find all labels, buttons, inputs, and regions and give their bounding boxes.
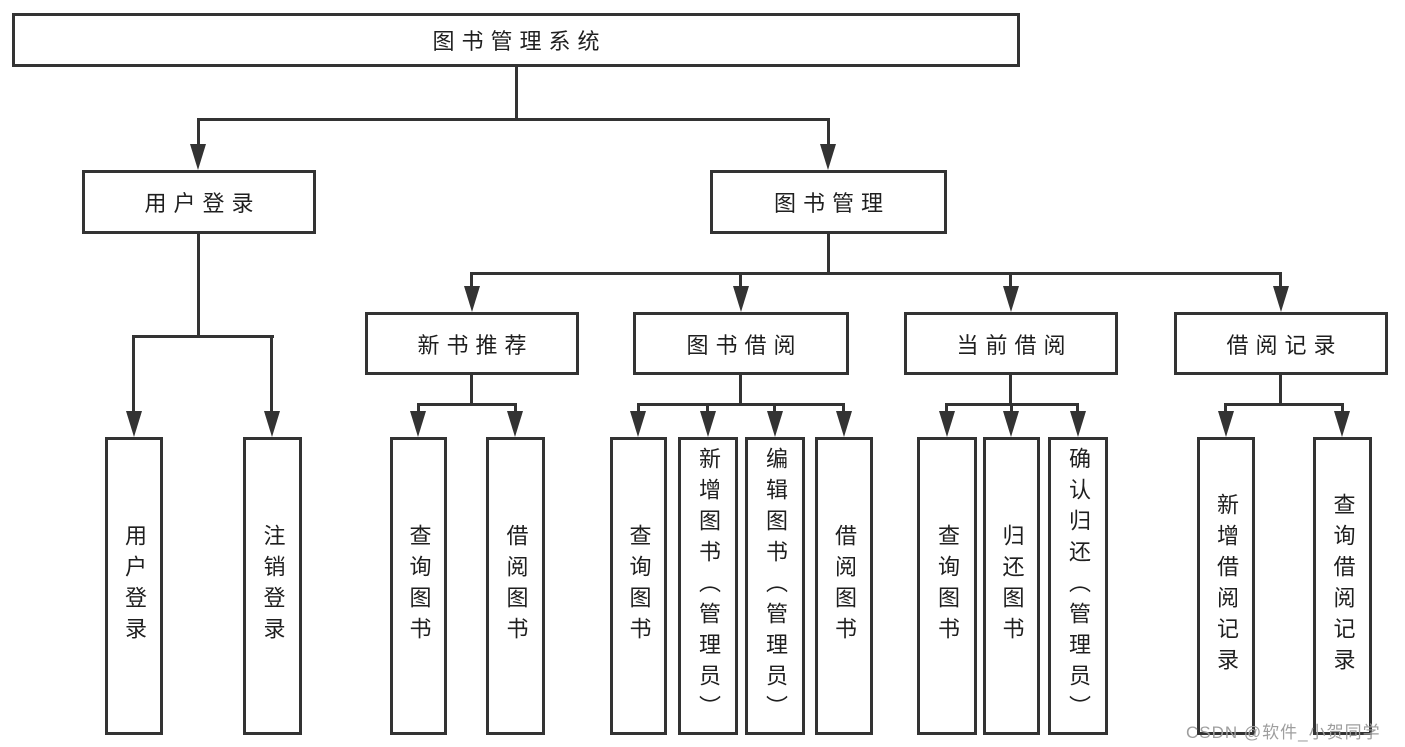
connector-line	[132, 335, 135, 411]
arrow-down-icon	[1003, 411, 1019, 437]
arrow-down-icon	[1070, 411, 1086, 437]
connector-line	[1224, 403, 1343, 406]
connector-line	[827, 118, 830, 146]
connector-line	[1076, 403, 1079, 411]
connector-line	[1010, 403, 1013, 411]
connector-line	[1009, 375, 1012, 403]
connector-line	[739, 375, 742, 403]
leaf-add-borrow-record: 新增借阅记录	[1197, 437, 1255, 735]
connector-line	[417, 403, 517, 406]
arrow-down-icon	[767, 411, 783, 437]
arrow-down-icon	[190, 144, 206, 170]
connector-line	[470, 272, 1281, 275]
arrow-down-icon	[507, 411, 523, 437]
connector-line	[1224, 403, 1227, 411]
arrow-down-icon	[1003, 286, 1019, 312]
connector-line	[470, 272, 473, 286]
node-current-borrow: 当前借阅	[904, 312, 1118, 375]
arrow-down-icon	[939, 411, 955, 437]
leaf-borrow-book: 借阅图书	[486, 437, 545, 735]
arrow-down-icon	[1334, 411, 1350, 437]
connector-line	[270, 335, 273, 411]
leaf-add-book-admin: 新增图书（管理员）	[678, 437, 738, 735]
arrow-down-icon	[733, 286, 749, 312]
connector-line	[470, 375, 473, 403]
arrow-down-icon	[126, 411, 142, 437]
arrow-down-icon	[630, 411, 646, 437]
connector-line	[739, 272, 742, 286]
connector-line	[197, 118, 200, 146]
arrow-down-icon	[836, 411, 852, 437]
connector-line	[637, 403, 640, 411]
leaf-query-borrow-record: 查询借阅记录	[1313, 437, 1372, 735]
arrow-down-icon	[264, 411, 280, 437]
leaf-query-book: 查询图书	[917, 437, 977, 735]
arrow-down-icon	[410, 411, 426, 437]
leaf-confirm-return-admin: 确认归还（管理员）	[1048, 437, 1108, 735]
leaf-borrow-book: 借阅图书	[815, 437, 873, 735]
connector-line	[637, 403, 844, 406]
arrow-down-icon	[464, 286, 480, 312]
leaf-query-book: 查询图书	[610, 437, 667, 735]
connector-line	[514, 403, 517, 411]
connector-line	[842, 403, 845, 411]
leaf-user-login: 用户登录	[105, 437, 163, 735]
arrow-down-icon	[1218, 411, 1234, 437]
node-book-borrow: 图书借阅	[633, 312, 849, 375]
connector-line	[945, 403, 948, 411]
csdn-watermark: CSDN @软件_小贺同学	[1186, 723, 1381, 742]
node-system-root: 图书管理系统	[12, 13, 1020, 67]
connector-line	[417, 403, 420, 411]
connector-line	[515, 67, 518, 118]
leaf-query-book: 查询图书	[390, 437, 447, 735]
connector-line	[1279, 272, 1282, 286]
connector-line	[1341, 403, 1344, 411]
connector-line	[197, 118, 830, 121]
arrow-down-icon	[820, 144, 836, 170]
connector-line	[132, 335, 274, 338]
connector-line	[197, 234, 200, 335]
connector-line	[1009, 272, 1012, 286]
node-user-login-branch: 用户登录	[82, 170, 316, 234]
connector-line	[827, 234, 830, 272]
leaf-return-book: 归还图书	[983, 437, 1040, 735]
connector-line	[773, 403, 776, 411]
node-book-management: 图书管理	[710, 170, 947, 234]
arrow-down-icon	[700, 411, 716, 437]
leaf-edit-book-admin: 编辑图书（管理员）	[745, 437, 805, 735]
node-borrow-record: 借阅记录	[1174, 312, 1388, 375]
leaf-logout: 注销登录	[243, 437, 302, 735]
connector-line	[706, 403, 709, 411]
arrow-down-icon	[1273, 286, 1289, 312]
connector-line	[1279, 375, 1282, 403]
node-new-book-recommend: 新书推荐	[365, 312, 579, 375]
